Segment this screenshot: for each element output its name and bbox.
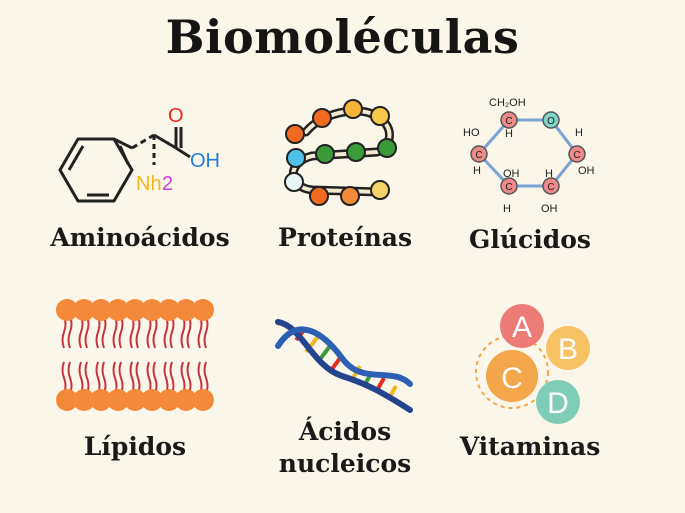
glucose-oh3: OH xyxy=(541,203,558,215)
amino-o-label: O xyxy=(168,105,184,127)
glucose-ch2oh: CH₂OH xyxy=(489,97,526,109)
lipid-head xyxy=(124,299,146,321)
glucose-c1: C xyxy=(505,116,512,127)
vitamins-label: Vitaminas xyxy=(459,432,601,461)
lipid-head xyxy=(158,389,180,411)
lipid-head xyxy=(56,299,78,321)
proteins-label: Proteínas xyxy=(277,223,413,252)
glucose-oh1: OH xyxy=(578,165,595,177)
glucose-c3: C xyxy=(547,182,554,193)
lipid-tail xyxy=(84,315,90,349)
lipid-tail xyxy=(203,361,209,395)
vitamin-a-letter: A xyxy=(512,311,532,344)
glucose-c5: C xyxy=(475,150,482,161)
amino-acid-structure: O OH Nh 2 xyxy=(40,95,240,215)
glucose-h4: H xyxy=(545,168,553,180)
glucose-h1: H xyxy=(505,128,513,140)
glucose-o: O xyxy=(547,116,555,127)
amino-two-label: 2 xyxy=(162,173,173,195)
lipid-tail xyxy=(186,315,192,349)
lipid-head xyxy=(158,299,180,321)
lipid-head xyxy=(192,299,214,321)
lipid-head xyxy=(141,299,163,321)
lipid-head xyxy=(107,389,129,411)
lipid-head xyxy=(175,389,197,411)
lipid-head xyxy=(90,389,112,411)
lipid-tail xyxy=(84,361,90,395)
lipid-head xyxy=(124,389,146,411)
lipid-tail xyxy=(152,361,158,395)
lipid-head xyxy=(73,299,95,321)
amino-oh-label: OH xyxy=(190,150,220,172)
amino-nh-label: Nh xyxy=(136,173,162,195)
glucose-c2: C xyxy=(573,150,580,161)
lipid-head xyxy=(90,299,112,321)
aminoacids-label: Aminoácidos xyxy=(50,223,230,252)
protein-chain-icon xyxy=(272,92,412,222)
vitamin-b-letter: B xyxy=(558,333,578,366)
lipid-head xyxy=(107,299,129,321)
lipid-tail xyxy=(118,361,124,395)
lipid-tail xyxy=(67,315,73,349)
lipid-tail xyxy=(186,361,192,395)
dna-double-helix-icon xyxy=(272,306,417,416)
lipid-tail xyxy=(67,361,73,395)
glucose-ring-structure: CH₂OH H HO H H OH OH H H OH C O C C C C xyxy=(455,92,605,222)
vitamin-c-letter: C xyxy=(501,362,523,395)
lipid-tail xyxy=(101,315,107,349)
lipids-label: Lípidos xyxy=(83,432,187,461)
lipid-tail xyxy=(101,361,107,395)
glucose-c4: C xyxy=(505,182,512,193)
glucids-label: Glúcidos xyxy=(469,225,591,254)
lipid-head xyxy=(192,389,214,411)
vitamin-d-letter: D xyxy=(547,387,569,420)
lipid-head xyxy=(141,389,163,411)
glucose-h2: H xyxy=(473,165,481,177)
page-title: Biomoléculas xyxy=(165,10,520,64)
lipid-head xyxy=(175,299,197,321)
glucose-oh2: OH xyxy=(503,168,520,180)
lipid-head xyxy=(56,389,78,411)
glucose-h5: H xyxy=(503,203,511,215)
glucose-h3: H xyxy=(575,127,583,139)
nucleic-acids-label-line2: nucleicos xyxy=(278,449,412,478)
nucleic-acids-label-line1: Ácidos xyxy=(298,417,392,446)
lipid-tail xyxy=(152,315,158,349)
lipid-tail xyxy=(169,315,175,349)
lipid-tail xyxy=(203,315,209,349)
glucose-ho: HO xyxy=(463,127,480,139)
vitamins-icon: A B C D xyxy=(470,296,610,426)
lipid-bilayer-icon xyxy=(55,296,215,414)
lipid-tail xyxy=(169,361,175,395)
lipid-tail xyxy=(135,361,141,395)
lipid-tail xyxy=(118,315,124,349)
lipid-head xyxy=(73,389,95,411)
lipid-tail xyxy=(135,315,141,349)
